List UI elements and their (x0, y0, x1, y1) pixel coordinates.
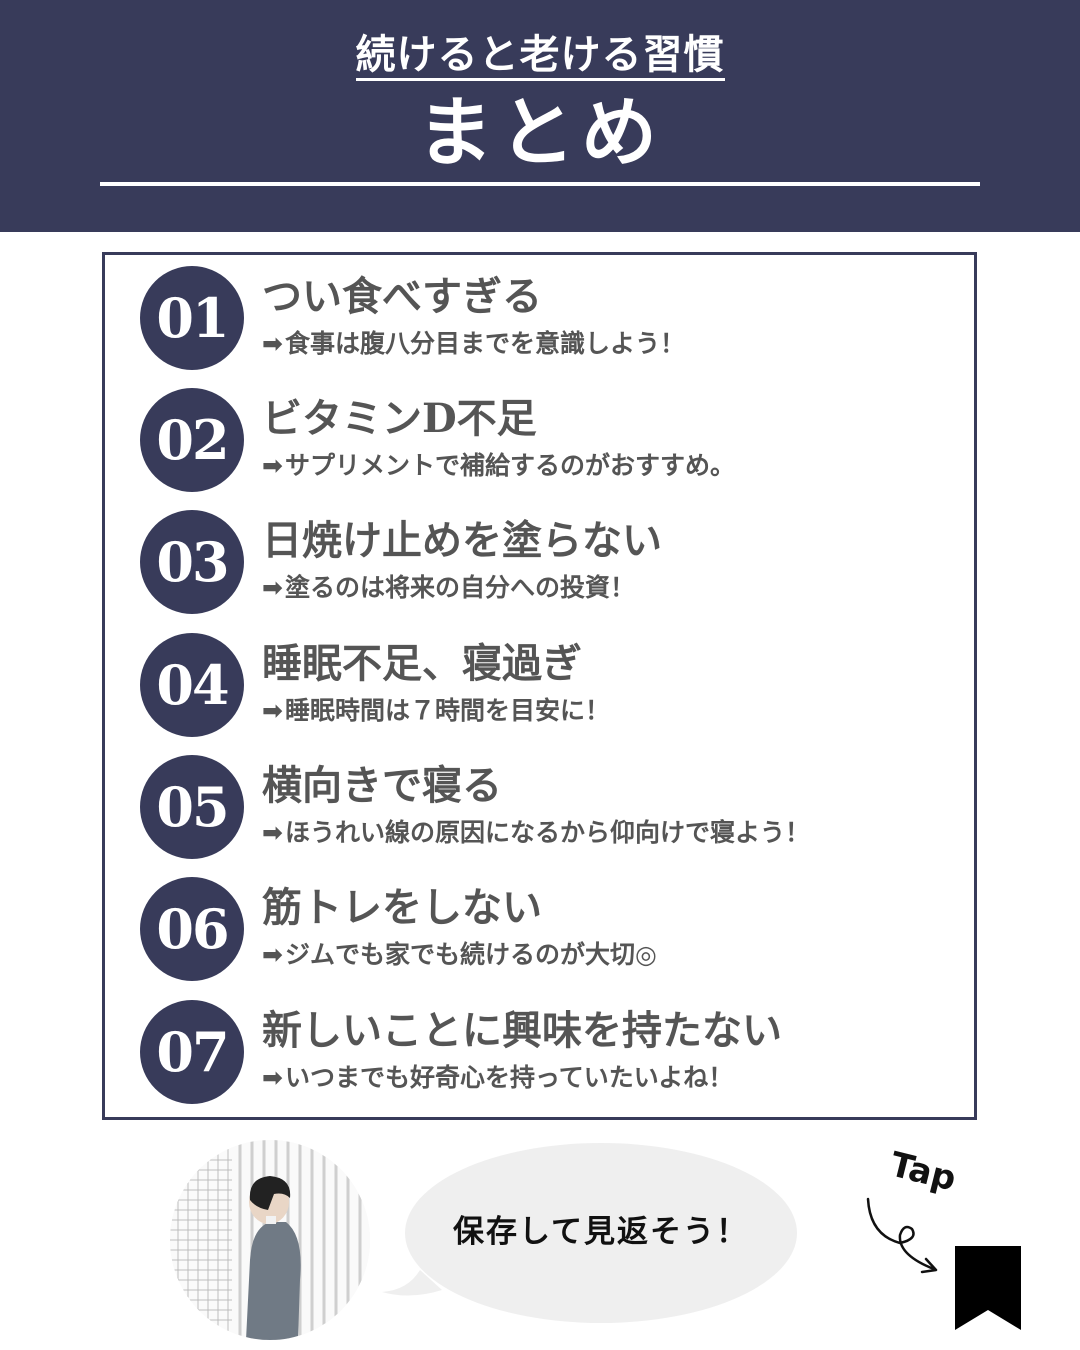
list-item: 05 横向きで寝る ➡ほうれい線の原因になるから仰向けで寝よう！ (140, 755, 960, 859)
item-title: 横向きで寝る (262, 762, 502, 809)
list-item: 01 つい食べすぎる ➡食事は腹八分目までを意識しよう！ (140, 266, 960, 370)
arrow-right-icon: ➡ (262, 818, 283, 847)
header-banner: 続けると老ける習慣 まとめ (0, 0, 1080, 232)
item-description: ➡いつまでも好奇心を持っていたいよね！ (262, 1062, 733, 1094)
number-badge: 03 (140, 510, 244, 614)
item-title: 筋トレをしない (262, 884, 542, 931)
list-item: 02 ビタミンD不足 ➡サプリメントで補給するのがおすすめ。 (140, 388, 960, 492)
arrow-right-icon: ➡ (262, 451, 283, 480)
item-description: ➡サプリメントで補給するのがおすすめ。 (262, 450, 735, 482)
item-description-text: サプリメントで補給するのがおすすめ。 (284, 451, 735, 480)
arrow-right-icon: ➡ (262, 329, 283, 358)
item-description: ➡塗るのは将来の自分への投資！ (262, 572, 635, 604)
header-subtitle: 続けると老ける習慣 (0, 30, 1080, 81)
item-description-text: 塗るのは将来の自分への投資！ (284, 573, 635, 602)
curly-arrow-icon (866, 1197, 938, 1274)
item-description-text: いつまでも好奇心を持っていたいよね！ (284, 1063, 734, 1092)
header-subtitle-text: 続けると老ける習慣 (355, 32, 725, 81)
item-description-text: ジムでも家でも続けるのが大切◎ (284, 940, 657, 969)
number-badge: 04 (140, 633, 244, 737)
list-item: 06 筋トレをしない ➡ジムでも家でも続けるのが大切◎ (140, 877, 960, 981)
item-description: ➡ほうれい線の原因になるから仰向けで寝よう！ (262, 817, 810, 849)
item-title: ビタミンD不足 (262, 395, 537, 442)
page-title: まとめ (417, 88, 663, 177)
number-badge: 01 (140, 266, 244, 370)
item-description: ➡食事は腹八分目までを意識しよう！ (262, 328, 685, 360)
item-description-text: ほうれい線の原因になるから仰向けで寝よう！ (284, 818, 810, 847)
list-item: 07 新しいことに興味を持たない ➡いつまでも好奇心を持っていたいよね！ (140, 1000, 960, 1104)
item-title: つい食べすぎる (262, 273, 542, 320)
item-description: ➡睡眠時間は７時間を目安に！ (262, 695, 610, 727)
bookmark-icon[interactable] (955, 1246, 1021, 1330)
item-description-text: 食事は腹八分目までを意識しよう！ (284, 329, 685, 358)
item-title: 日焼け止めを塗らない (262, 517, 662, 564)
avatar (170, 1140, 370, 1340)
arrow-right-icon: ➡ (262, 1063, 283, 1092)
number-badge: 02 (140, 388, 244, 492)
speech-bubble-text: 保存して見返そう！ (452, 1214, 750, 1250)
item-title: 新しいことに興味を持たない (262, 1007, 782, 1054)
tap-label: Tap (886, 1144, 960, 1200)
speech-bubble (382, 1143, 797, 1323)
number-badge: 06 (140, 877, 244, 981)
person-photo-icon (170, 1140, 370, 1340)
arrow-right-icon: ➡ (262, 573, 283, 602)
arrow-right-icon: ➡ (262, 940, 283, 969)
arrow-right-icon: ➡ (262, 696, 283, 725)
habits-list: 01 つい食べすぎる ➡食事は腹八分目までを意識しよう！ 02 ビタミンD不足 … (102, 252, 977, 1120)
item-description-text: 睡眠時間は７時間を目安に！ (284, 696, 610, 725)
number-badge: 07 (140, 1000, 244, 1104)
item-title: 睡眠不足、寝過ぎ (262, 640, 582, 687)
list-item: 04 睡眠不足、寝過ぎ ➡睡眠時間は７時間を目安に！ (140, 633, 960, 737)
item-description: ➡ジムでも家でも続けるのが大切◎ (262, 939, 657, 971)
number-badge: 05 (140, 755, 244, 859)
header-divider (100, 182, 980, 186)
list-item: 03 日焼け止めを塗らない ➡塗るのは将来の自分への投資！ (140, 510, 960, 614)
